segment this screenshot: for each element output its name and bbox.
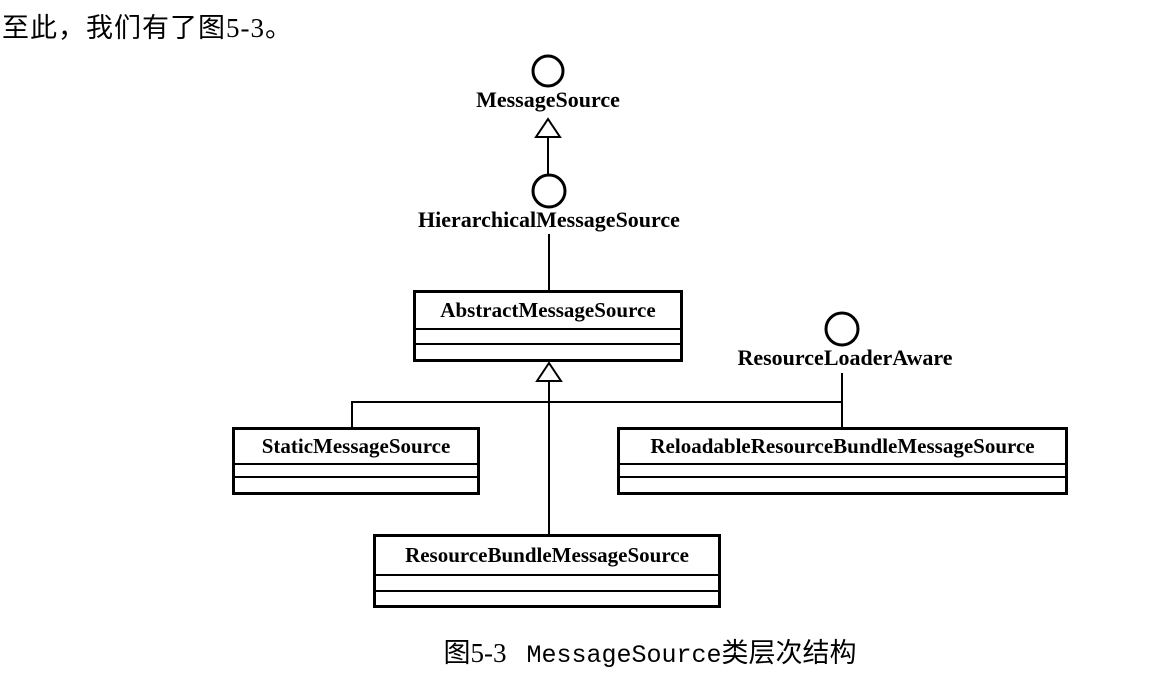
figure-number: 图5-3	[443, 638, 507, 668]
class-box-abstractmessagesource: AbstractMessageSource	[413, 290, 683, 362]
caption-suffix: 类层次结构	[721, 638, 857, 668]
attributes-compartment	[416, 330, 680, 345]
generalization-triangle-icon-messagesource	[534, 117, 562, 138]
interface-lollipop-icon-messagesource	[531, 54, 565, 88]
attributes-compartment	[235, 465, 477, 478]
figure-caption: 图5-3 MessageSource类层次结构	[285, 631, 1015, 670]
interface-label-hierarchicalmessagesource: HierarchicalMessageSource	[418, 207, 680, 232]
interface-label-messagesource: MessageSource	[476, 87, 620, 112]
operations-compartment	[620, 478, 1065, 492]
generalization-triangle-icon-abstractmessagesource	[535, 361, 563, 382]
class-box-staticmessagesource: StaticMessageSource	[232, 427, 480, 495]
operations-compartment	[376, 592, 718, 605]
interface-lollipop-icon-hierarchicalmessagesource	[531, 173, 567, 209]
class-name: AbstractMessageSource	[416, 293, 680, 330]
class-name: ReloadableResourceBundleMessageSource	[620, 430, 1065, 465]
interface-lollipop-icon-resourceloaderaware	[824, 311, 860, 347]
operations-compartment	[416, 345, 680, 359]
attributes-compartment	[376, 576, 718, 592]
interface-label-resourceloaderaware: ResourceLoaderAware	[737, 345, 953, 370]
caption-code-text: MessageSource	[526, 641, 722, 670]
intro-text: 至此，我们有了图5-3。	[2, 13, 293, 43]
attributes-compartment	[620, 465, 1065, 478]
operations-compartment	[235, 478, 477, 492]
class-box-resourcebundlemessagesource: ResourceBundleMessageSource	[373, 534, 721, 608]
class-name: ResourceBundleMessageSource	[376, 537, 718, 576]
class-name: StaticMessageSource	[235, 430, 477, 465]
class-box-reloadableresourcebundlemessagesource: ReloadableResourceBundleMessageSource	[617, 427, 1068, 495]
